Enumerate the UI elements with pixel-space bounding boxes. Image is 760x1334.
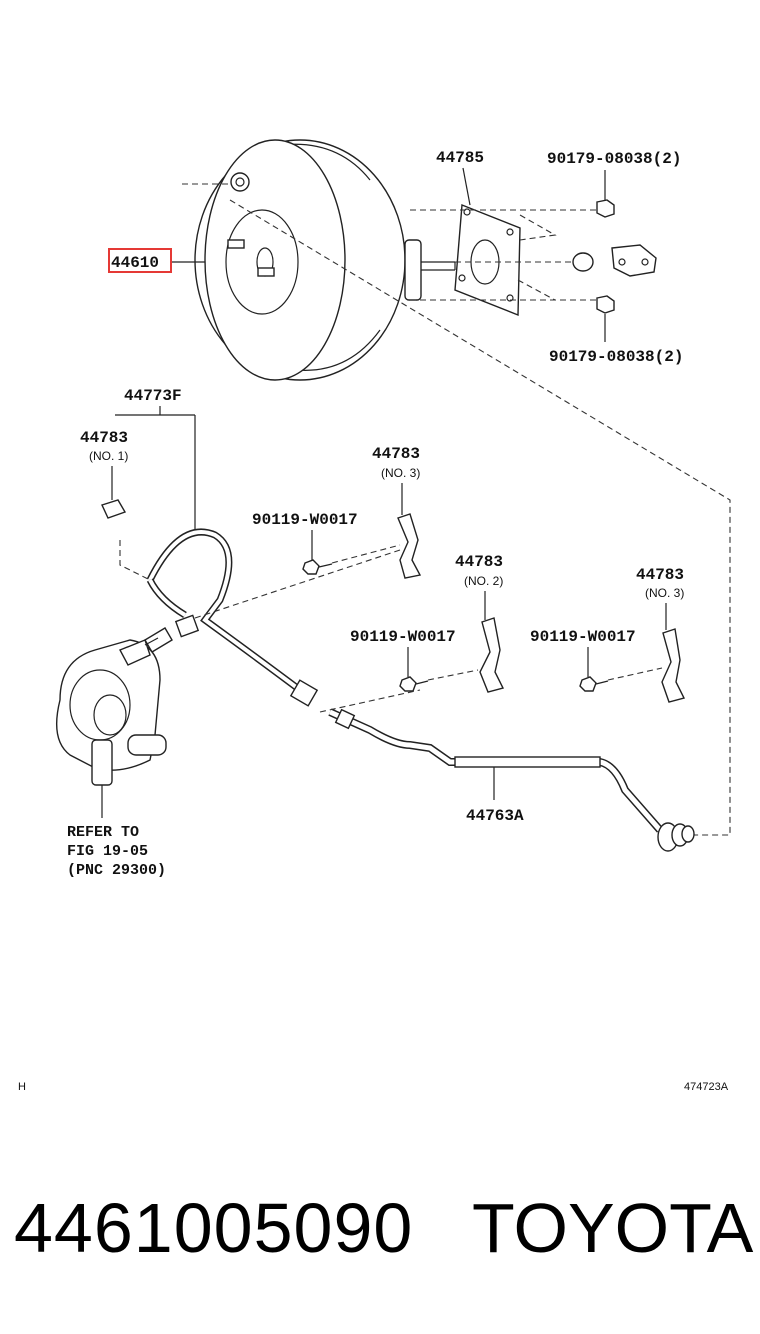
- callout-44783-no2[interactable]: 44783: [455, 553, 503, 571]
- clamp-no3b: [661, 628, 686, 703]
- clamp-no3a: [397, 513, 422, 579]
- callout-44783-no3b[interactable]: 44783: [636, 566, 684, 584]
- bolt-2: [399, 676, 429, 692]
- bolt-3: [579, 676, 609, 692]
- bolt-1: [302, 559, 333, 575]
- callout-44783-no2-sub: (NO. 2): [464, 574, 503, 588]
- refer-note-line1: REFER TO: [67, 824, 139, 841]
- vacuum-tube: [328, 708, 695, 852]
- callout-90119-3[interactable]: 90119-W0017: [530, 628, 636, 646]
- callout-90119-1[interactable]: 90119-W0017: [252, 511, 358, 529]
- clevis: [572, 244, 657, 277]
- clamp-no2: [479, 617, 505, 693]
- brand-name: TOYOTA: [472, 1189, 754, 1267]
- callout-44783-no1-sub: (NO. 1): [89, 449, 128, 463]
- callout-44785[interactable]: 44785: [436, 149, 484, 167]
- clamp-no1: [101, 499, 127, 519]
- illustration-code: 474723A: [684, 1081, 729, 1093]
- selected-part-highlight: [108, 248, 172, 273]
- brake-booster: [194, 139, 456, 381]
- callout-44773F[interactable]: 44773F: [124, 387, 182, 405]
- callout-44783-no3a[interactable]: 44783: [372, 445, 420, 463]
- parts-diagram: 44610 44785 90179-08038(2) 90179-08038(2…: [18, 139, 731, 1093]
- vacuum-hose: [144, 528, 319, 707]
- nut-top: [596, 199, 615, 218]
- callout-44783-no3b-sub: (NO. 3): [645, 586, 684, 600]
- nut-bottom: [596, 295, 615, 314]
- refer-note-line3: (PNC 29300): [67, 862, 166, 879]
- callout-90119-2[interactable]: 90119-W0017: [350, 628, 456, 646]
- corner-code-left: H: [18, 1081, 26, 1093]
- callout-44783-no1[interactable]: 44783: [80, 429, 128, 447]
- callout-44783-no3a-sub: (NO. 3): [381, 466, 420, 480]
- vacuum-pump: [56, 637, 167, 786]
- booster-gasket: [454, 204, 521, 317]
- callout-44610[interactable]: 44610: [111, 254, 159, 272]
- refer-note-line2: FIG 19-05: [67, 843, 148, 860]
- grommet: [657, 822, 695, 852]
- callout-44763A[interactable]: 44763A: [466, 807, 524, 825]
- callout-90179-bottom[interactable]: 90179-08038(2): [549, 348, 683, 366]
- part-number: 4461005090: [14, 1189, 414, 1267]
- callout-90179-top[interactable]: 90179-08038(2): [547, 150, 681, 168]
